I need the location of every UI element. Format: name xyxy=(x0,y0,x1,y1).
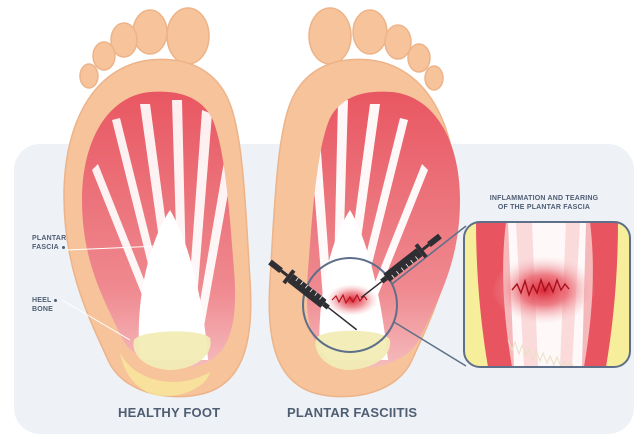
heel-bone-label: HEEL BONE xyxy=(32,296,57,314)
plantar-fasciitis-caption: PLANTAR FASCIITIS xyxy=(287,405,417,420)
inset-title-line1: INFLAMMATION AND TEARING xyxy=(474,194,614,203)
plantar-fascia-label-line2: FASCIA xyxy=(32,243,66,252)
heel-bone-label-line2: BONE xyxy=(32,305,57,314)
inset-zoom xyxy=(464,222,630,370)
plantar-fascia-label-line1: PLANTAR xyxy=(32,234,66,243)
heel-bone-label-line1: HEEL xyxy=(32,296,57,305)
inset-title: INFLAMMATION AND TEARING OF THE PLANTAR … xyxy=(474,194,614,212)
inset-title-line2: OF THE PLANTAR FASCIA xyxy=(474,203,614,212)
plantar-fascia-label: PLANTAR FASCIA xyxy=(32,234,66,252)
healthy-foot-caption: HEALTHY FOOT xyxy=(118,405,220,420)
